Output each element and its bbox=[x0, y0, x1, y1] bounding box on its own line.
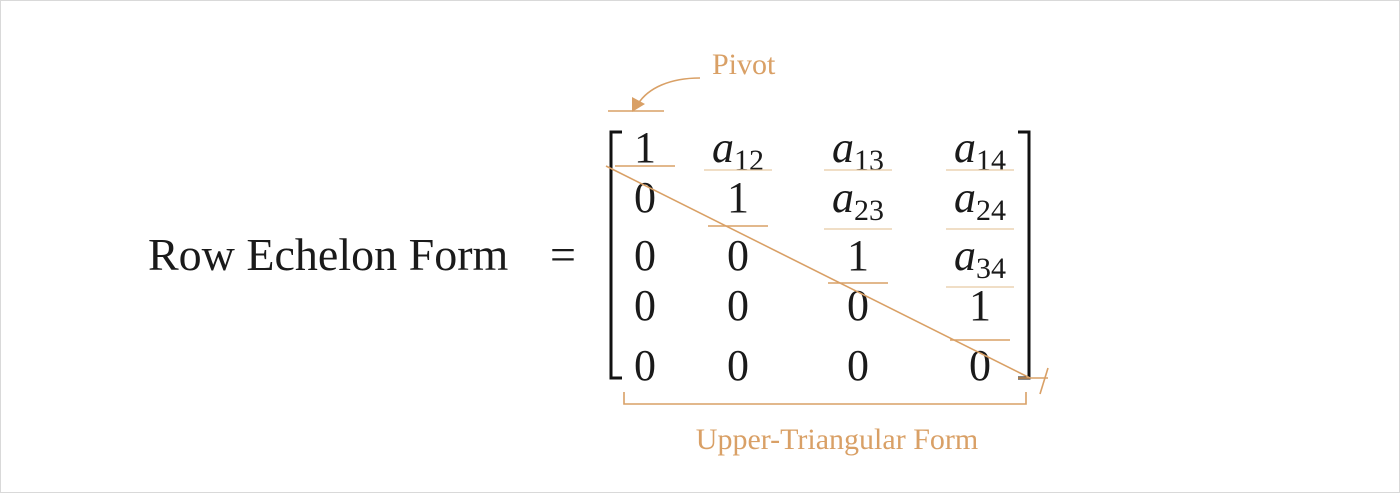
pivot-arrow-curve bbox=[637, 77, 701, 105]
pivot-arrow-head-icon bbox=[632, 97, 645, 112]
matrix-entry-r1-c2: a12 bbox=[712, 123, 764, 177]
matrix-entry-r2-c4: a24 bbox=[954, 173, 1006, 227]
matrix-right-bracket bbox=[1018, 130, 1031, 380]
matrix-entry-r5-c1: 0 bbox=[634, 341, 656, 390]
matrix-entry-r2-c1: 0 bbox=[634, 173, 656, 222]
triangular-brace bbox=[623, 392, 1027, 405]
matrix-entry-r1-c1: 1 bbox=[634, 123, 656, 172]
matrix-entry-r3-c2: 0 bbox=[727, 231, 749, 280]
equals-sign: = bbox=[550, 229, 576, 280]
matrix-entry-r1-c4: a14 bbox=[954, 123, 1006, 177]
triangular-label: Upper-Triangular Form bbox=[696, 423, 978, 456]
equation-lhs: Row Echelon Form bbox=[148, 229, 509, 280]
diagonal-line bbox=[605, 165, 1031, 379]
matrix-entry-r4-c1: 0 bbox=[634, 281, 656, 330]
matrix-entry-r3-c1: 0 bbox=[634, 231, 656, 280]
matrix-entry-r4-c2: 0 bbox=[727, 281, 749, 330]
matrix-entry-r3-c3: 1 bbox=[847, 231, 869, 280]
pivot-label: Pivot bbox=[712, 48, 776, 81]
matrix-entry-r4-c3: 0 bbox=[847, 281, 869, 330]
diagonal-end-cap bbox=[1039, 367, 1049, 395]
matrix-entry-r2-c2: 1 bbox=[727, 173, 749, 222]
matrix-entry-r4-c4: 1 bbox=[969, 281, 991, 330]
matrix-entry-r3-c4: a34 bbox=[954, 231, 1006, 285]
matrix-entry-r1-c3: a13 bbox=[832, 123, 884, 177]
matrix-entry-r2-c3: a23 bbox=[832, 173, 884, 227]
matrix-entry-r5-c4: 0 bbox=[969, 341, 991, 390]
pivot-underlines bbox=[615, 165, 1014, 341]
matrix-entry-r5-c2: 0 bbox=[727, 341, 749, 390]
matrix-left-bracket bbox=[609, 130, 622, 380]
matrix-entry-r5-c3: 0 bbox=[847, 341, 869, 390]
